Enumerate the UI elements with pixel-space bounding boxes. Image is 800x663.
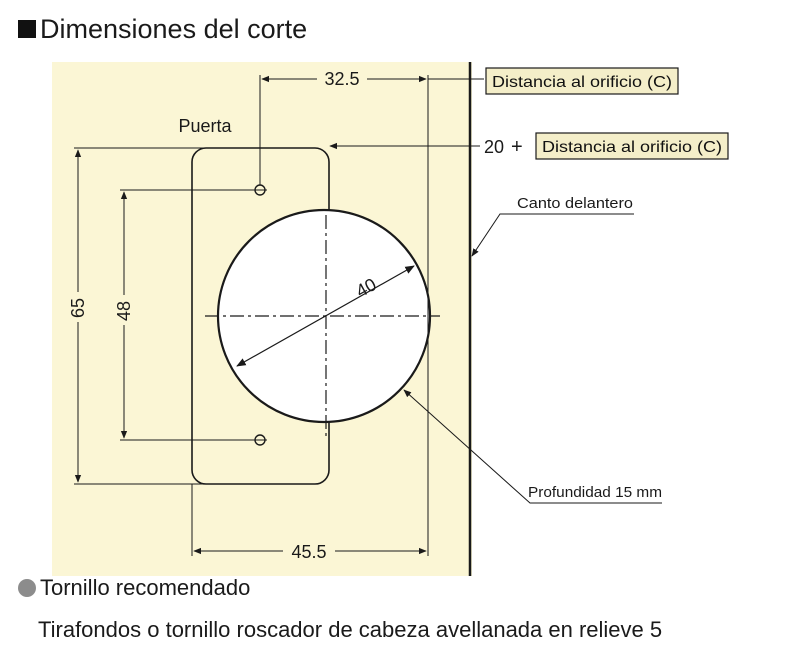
screw-heading-row: Tornillo recomendado — [18, 574, 250, 602]
depth-label: Profundidad 15 mm — [528, 484, 662, 501]
diameter-line — [236, 265, 415, 367]
door-label: Puerta — [178, 116, 232, 136]
front-edge-label: Canto delantero — [517, 195, 633, 212]
gray-circle-icon — [18, 579, 36, 597]
distance-box-1 — [485, 67, 679, 95]
page-title: Dimensiones del corte — [40, 14, 308, 44]
screw-description: Tirafondos o tornillo roscador de cabeza… — [38, 617, 663, 642]
dim-outer-height-label: 65 — [68, 298, 88, 318]
dim-top-label: 32.5 — [324, 69, 359, 89]
extension-lines — [74, 75, 429, 556]
distance-box-2-text: Distancia al orificio (C) — [542, 139, 722, 156]
leader-depth — [403, 389, 662, 504]
screw-heading: Tornillo recomendado — [40, 575, 251, 600]
dim-inner-height-label: 48 — [114, 301, 134, 321]
black-square-icon — [18, 20, 36, 38]
plus-sign: + — [511, 136, 523, 158]
distance-prefix: 20 — [484, 137, 504, 157]
distance-box-1-text: Distancia al orificio (C) — [492, 74, 672, 91]
distance-box-2 — [535, 132, 729, 160]
title-row: Dimensiones del corte — [18, 12, 307, 46]
leader-front-edge — [471, 213, 517, 257]
dim-bottom-label: 45.5 — [291, 542, 326, 562]
